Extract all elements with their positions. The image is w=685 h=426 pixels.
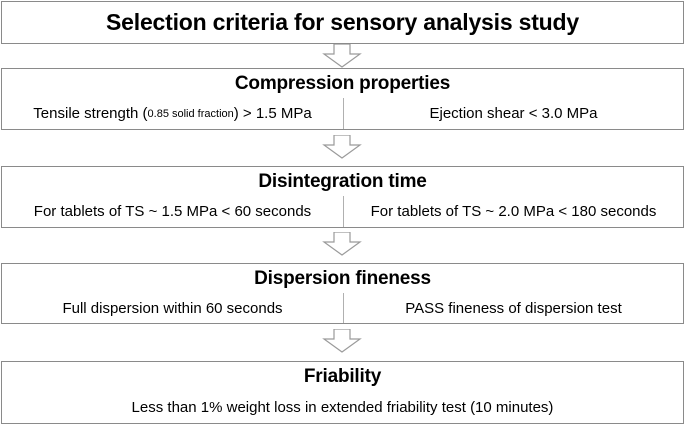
ejection-shear-criterion: Ejection shear < 3.0 MPa [343,98,683,129]
down-arrow-icon [322,135,362,159]
disintegration-time-box: Disintegration time For tablets of TS ~ … [1,166,684,228]
dispersion-fineness-heading: Dispersion fineness [254,267,431,289]
compression-properties-heading: Compression properties [234,72,451,94]
friability-box: Friability Less than 1% weight loss in e… [1,361,684,424]
friability-heading: Friability [303,365,382,387]
compression-criteria-row: Tensile strength (0.85 solid fraction) >… [2,98,683,129]
down-arrow-icon [322,44,362,68]
tensile-strength-prefix: Tensile strength ( [33,105,148,122]
disintegration-ts20-criterion: For tablets of TS ~ 2.0 MPa < 180 second… [343,196,683,227]
friability-criteria-row: Less than 1% weight loss in extended fri… [2,391,683,423]
compression-properties-box: Compression properties Tensile strength … [1,68,684,130]
weight-loss-criterion: Less than 1% weight loss in extended fri… [131,398,554,416]
diagram-title-box: Selection criteria for sensory analysis … [1,1,684,44]
dispersion-fineness-box: Dispersion fineness Full dispersion with… [1,263,684,324]
disintegration-time-heading: Disintegration time [258,170,427,192]
full-dispersion-criterion: Full dispersion within 60 seconds [62,299,283,317]
disintegration-ts15-criterion: For tablets of TS ~ 1.5 MPa < 60 seconds [33,203,312,220]
solid-fraction-note: 0.85 solid fraction [147,107,234,120]
down-arrow-icon [322,232,362,256]
fineness-test-criterion: PASS fineness of dispersion test [343,293,683,323]
diagram-title: Selection criteria for sensory analysis … [106,9,579,35]
tensile-strength-criterion: Tensile strength (0.85 solid fraction) >… [2,98,343,129]
tensile-strength-suffix: ) > 1.5 MPa [233,105,312,122]
dispersion-criteria-row: Full dispersion within 60 seconds PASS f… [2,293,683,323]
down-arrow-icon [322,329,362,353]
disintegration-criteria-row: For tablets of TS ~ 1.5 MPa < 60 seconds… [2,196,683,227]
